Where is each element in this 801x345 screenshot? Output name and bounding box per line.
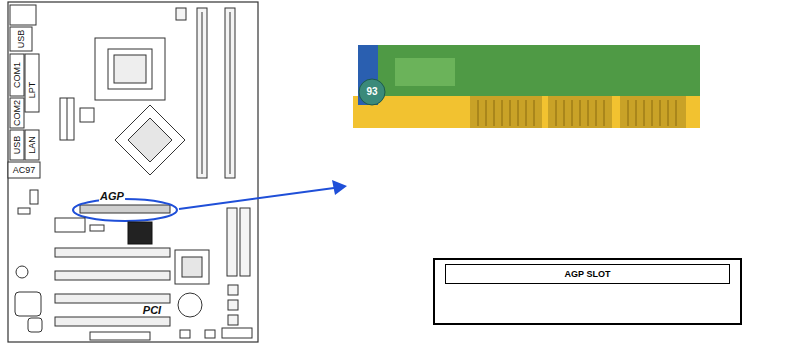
arrow-head (332, 180, 347, 195)
battery (178, 293, 202, 317)
agp-card-photo (353, 45, 700, 128)
port-label: USB (12, 135, 22, 156)
agp-slot (80, 205, 170, 213)
back-panel (8, 5, 40, 178)
chip (128, 222, 152, 244)
pci-slots (55, 248, 170, 326)
label-box: AGP SLOT (433, 258, 742, 325)
port-label: LPT (27, 81, 37, 100)
pointer-arrow (179, 188, 334, 209)
power-connector (60, 98, 94, 140)
northbridge-chip (115, 105, 185, 175)
board-outline (8, 2, 258, 342)
component-marking: 93 (365, 87, 378, 97)
board-components (15, 266, 252, 340)
port-label: USB (16, 29, 26, 50)
slot-logo: AGP (99, 190, 125, 202)
slot-title: AGP SLOT (445, 264, 730, 284)
port-label: COM2 (12, 99, 22, 127)
port-label: COM1 (12, 61, 22, 89)
ide-connectors (227, 208, 250, 325)
port-label: LAN (27, 135, 37, 155)
jumpers (18, 190, 104, 232)
dimm-slots (176, 8, 235, 178)
southbridge-chip (175, 250, 209, 284)
slot-logo: PCI (142, 304, 162, 316)
highlight-ellipse (73, 199, 177, 221)
cpu-socket (95, 38, 165, 100)
port-label: AC97 (12, 165, 37, 175)
